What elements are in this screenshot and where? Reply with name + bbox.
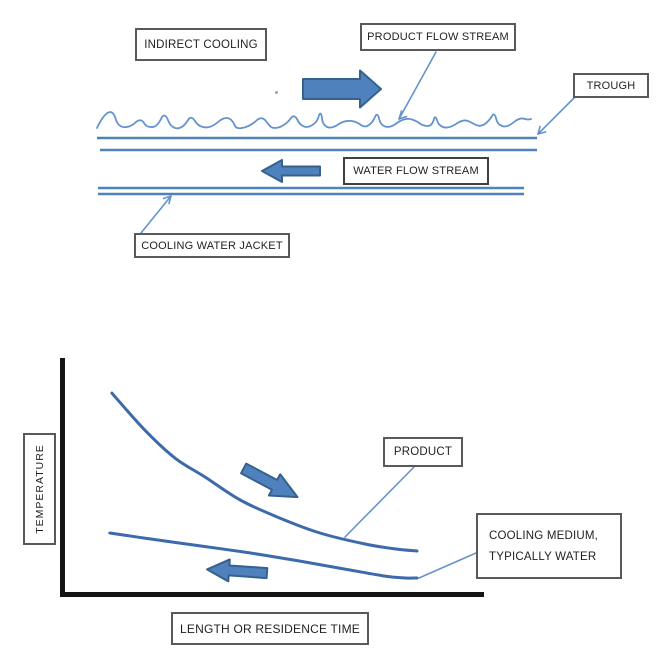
product-label-leader-line (344, 466, 415, 538)
stray-dot (275, 91, 278, 94)
x-axis-label: LENGTH OR RESIDENCE TIME (171, 612, 369, 645)
cooling-direction-arrow-icon (206, 558, 269, 583)
product-direction-arrow-icon (240, 462, 299, 499)
cooling-medium-label-line2: TYPICALLY WATER (489, 550, 597, 563)
water-flow-stream-label: WATER FLOW STREAM (343, 157, 489, 185)
trough-leader-line (537, 96, 576, 135)
trough-label: TROUGH (573, 73, 649, 98)
product-temperature-curve (110, 391, 419, 553)
diagram-title: INDIRECT COOLING (135, 28, 267, 61)
y-axis-label-text: TEMPERATURE (33, 444, 46, 534)
cooling-medium-label-line1: COOLING MEDIUM, (489, 529, 599, 542)
product-surface-wave (96, 111, 532, 130)
cooling-water-jacket-label: COOLING WATER JACKET (134, 233, 290, 258)
product-flow-leader-line (398, 51, 437, 120)
product-flow-arrow-icon (302, 69, 382, 109)
cooling-medium-label-leader-line (418, 552, 477, 579)
product-flow-stream-label: PRODUCT FLOW STREAM (360, 23, 516, 51)
jacket-leader-line (140, 195, 172, 234)
cooling-medium-label: COOLING MEDIUM, TYPICALLY WATER (476, 513, 622, 579)
water-flow-arrow-icon (261, 159, 321, 183)
product-curve-label: PRODUCT (383, 437, 463, 467)
y-axis-label: TEMPERATURE (23, 433, 56, 545)
cooling-medium-temperature-curve (108, 531, 419, 580)
